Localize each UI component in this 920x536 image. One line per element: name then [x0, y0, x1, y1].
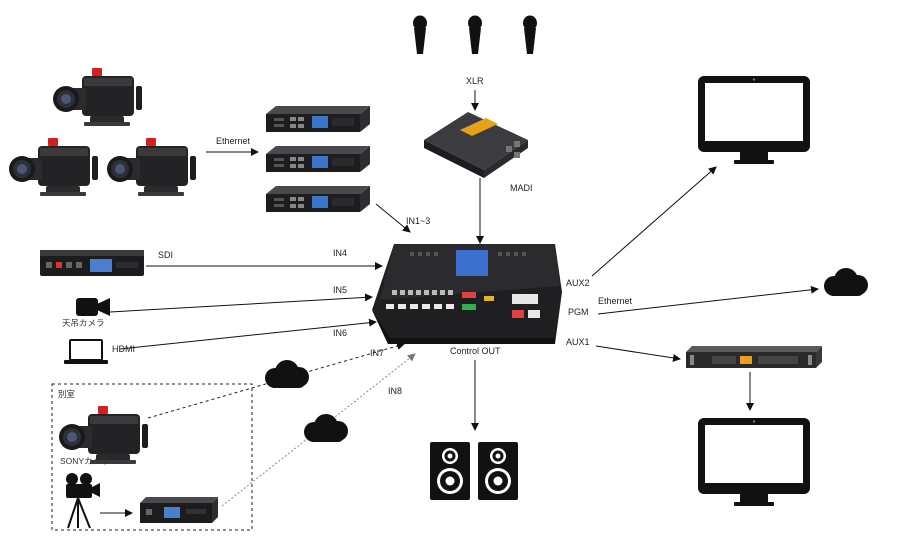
speaker-icon — [430, 442, 470, 500]
studio-camera-icon — [53, 68, 142, 126]
madi-label: MADI — [510, 183, 533, 193]
separate-room-box — [51, 383, 253, 531]
pgm-label: PGM — [568, 307, 589, 317]
audio-converter-icon — [424, 112, 528, 178]
xlr-label: XLR — [466, 76, 484, 86]
in1-3-link — [375, 203, 411, 233]
microphone-icon — [523, 15, 537, 54]
pgm-link — [597, 285, 819, 315]
in4-label: IN4 — [333, 248, 347, 258]
speaker-icon — [478, 442, 518, 500]
in5-link — [109, 293, 373, 313]
cine-camera-on-tripod-icon — [66, 473, 100, 529]
ceiling-camera-label: 天吊カメラ — [62, 318, 105, 328]
aux2-link — [591, 166, 717, 277]
in8-link — [221, 353, 416, 507]
microphone-icon — [413, 15, 427, 54]
ceiling-camera-icon — [76, 298, 110, 316]
connection-lines — [100, 90, 819, 517]
in5-label: IN5 — [333, 285, 347, 295]
in7-label: IN7 — [370, 348, 384, 358]
studio-camera-icon — [9, 138, 98, 196]
in1-3-label: IN1~3 — [406, 216, 430, 226]
converter-box-icon — [266, 106, 370, 132]
sony-camera-label: SONYカメラ — [60, 456, 110, 466]
studio-camera-icon — [107, 138, 196, 196]
separate-room-label: 別室 — [58, 389, 76, 399]
aux1-link — [595, 345, 681, 362]
cloud-icon — [265, 360, 309, 388]
control-out-label: Control OUT — [450, 346, 501, 356]
in6-label: IN6 — [333, 328, 347, 338]
rack-converter-icon — [686, 346, 822, 368]
streaming-encoder-icon — [140, 497, 218, 523]
microphone-icon — [468, 15, 482, 54]
in8-label: IN8 — [388, 386, 402, 396]
converter-box-icon — [266, 186, 370, 212]
cloud-icon — [824, 268, 868, 296]
converter-box-icon — [266, 146, 370, 172]
pgm-ethernet-label: Ethernet — [598, 296, 633, 306]
hyperdeck-recorder-icon — [40, 250, 144, 276]
ethernet-label: Ethernet — [216, 136, 251, 146]
hdmi-label: HDMI — [112, 344, 135, 354]
monitor-icon — [698, 418, 810, 506]
aux1-label: AUX1 — [566, 337, 590, 347]
sdi-label: SDI — [158, 250, 173, 260]
monitor-icon — [698, 76, 810, 164]
hdmi-link — [119, 318, 377, 350]
laptop-icon — [64, 339, 108, 364]
aux2-label: AUX2 — [566, 278, 590, 288]
cloud-icon — [304, 414, 348, 442]
atem-switcher-icon — [372, 244, 562, 344]
